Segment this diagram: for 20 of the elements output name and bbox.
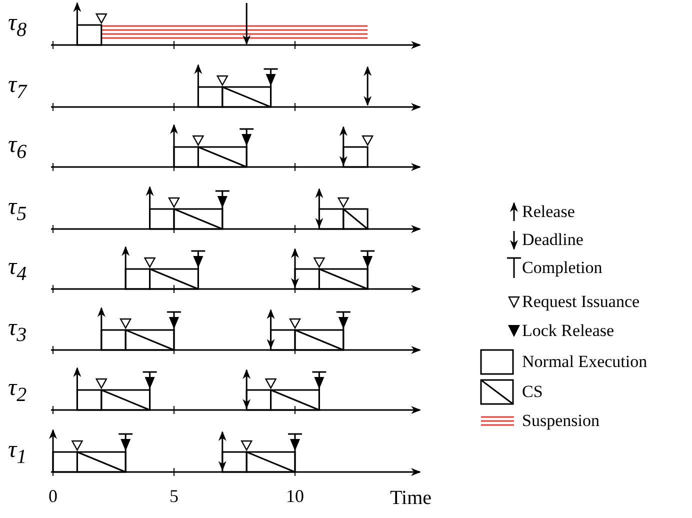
legend-label: Normal Execution	[522, 353, 648, 370]
tick-label: 10	[286, 487, 304, 505]
task-label: τ$_{1}$	[8, 438, 27, 467]
tick-label: 5	[170, 487, 178, 505]
task-label: τ$_{8}$	[8, 11, 27, 40]
axis-title: Time	[390, 488, 432, 508]
legend-label: Completion	[522, 259, 602, 276]
legend-label: Release	[522, 203, 575, 220]
task-label: τ$_{2}$	[8, 376, 27, 405]
task-label: τ$_{4}$	[8, 255, 27, 284]
legend-label: Deadline	[522, 231, 584, 248]
task-label: τ$_{5}$	[8, 195, 27, 224]
task-label: τ$_{6}$	[8, 133, 27, 162]
legend-label: Request Issuance	[522, 293, 640, 310]
task-label: τ$_{7}$	[8, 73, 27, 102]
legend-label: CS	[522, 383, 543, 400]
tick-label: 0	[48, 487, 58, 505]
task-label: τ$_{3}$	[8, 316, 27, 345]
legend-label: Suspension	[522, 412, 600, 429]
legend-label: Lock Release	[522, 322, 614, 339]
